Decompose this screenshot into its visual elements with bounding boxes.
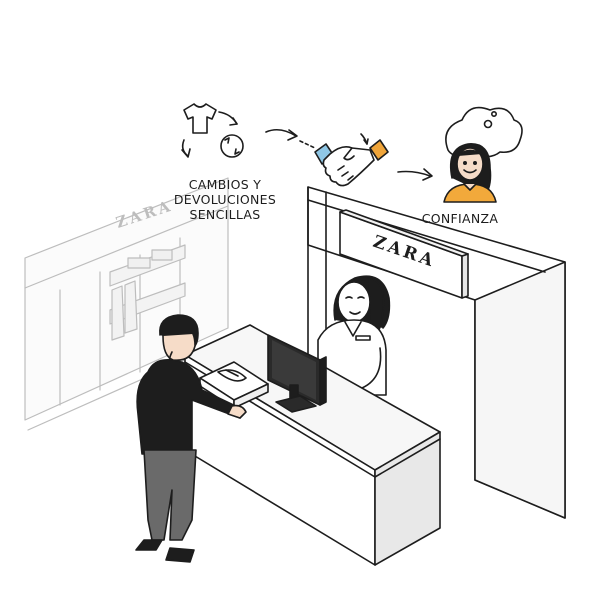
returns-caption: CAMBIOS Y DEVOLUCIONES SENCILLAS: [150, 177, 300, 222]
returns-caption-line-1: CAMBIOS Y: [188, 177, 262, 192]
trust-caption: CONFIANZA: [421, 211, 499, 226]
happy-person-thought-icon: [443, 106, 523, 203]
handshake-icon: [314, 133, 389, 187]
customer-figure: [135, 314, 247, 563]
arrow-right-icon: [265, 128, 298, 141]
store-sign-board: [339, 209, 469, 299]
returns-caption-line-2: DEVOLUCIONES: [173, 192, 277, 207]
arrow-right-icon: [397, 168, 433, 181]
store-shelving-background: [24, 177, 231, 431]
flow-dashed-line: [299, 140, 316, 149]
shirt-cycle-icon: [181, 103, 244, 158]
pos-monitor: [267, 334, 327, 413]
returns-caption-line-3: SENCILLAS: [189, 207, 261, 222]
